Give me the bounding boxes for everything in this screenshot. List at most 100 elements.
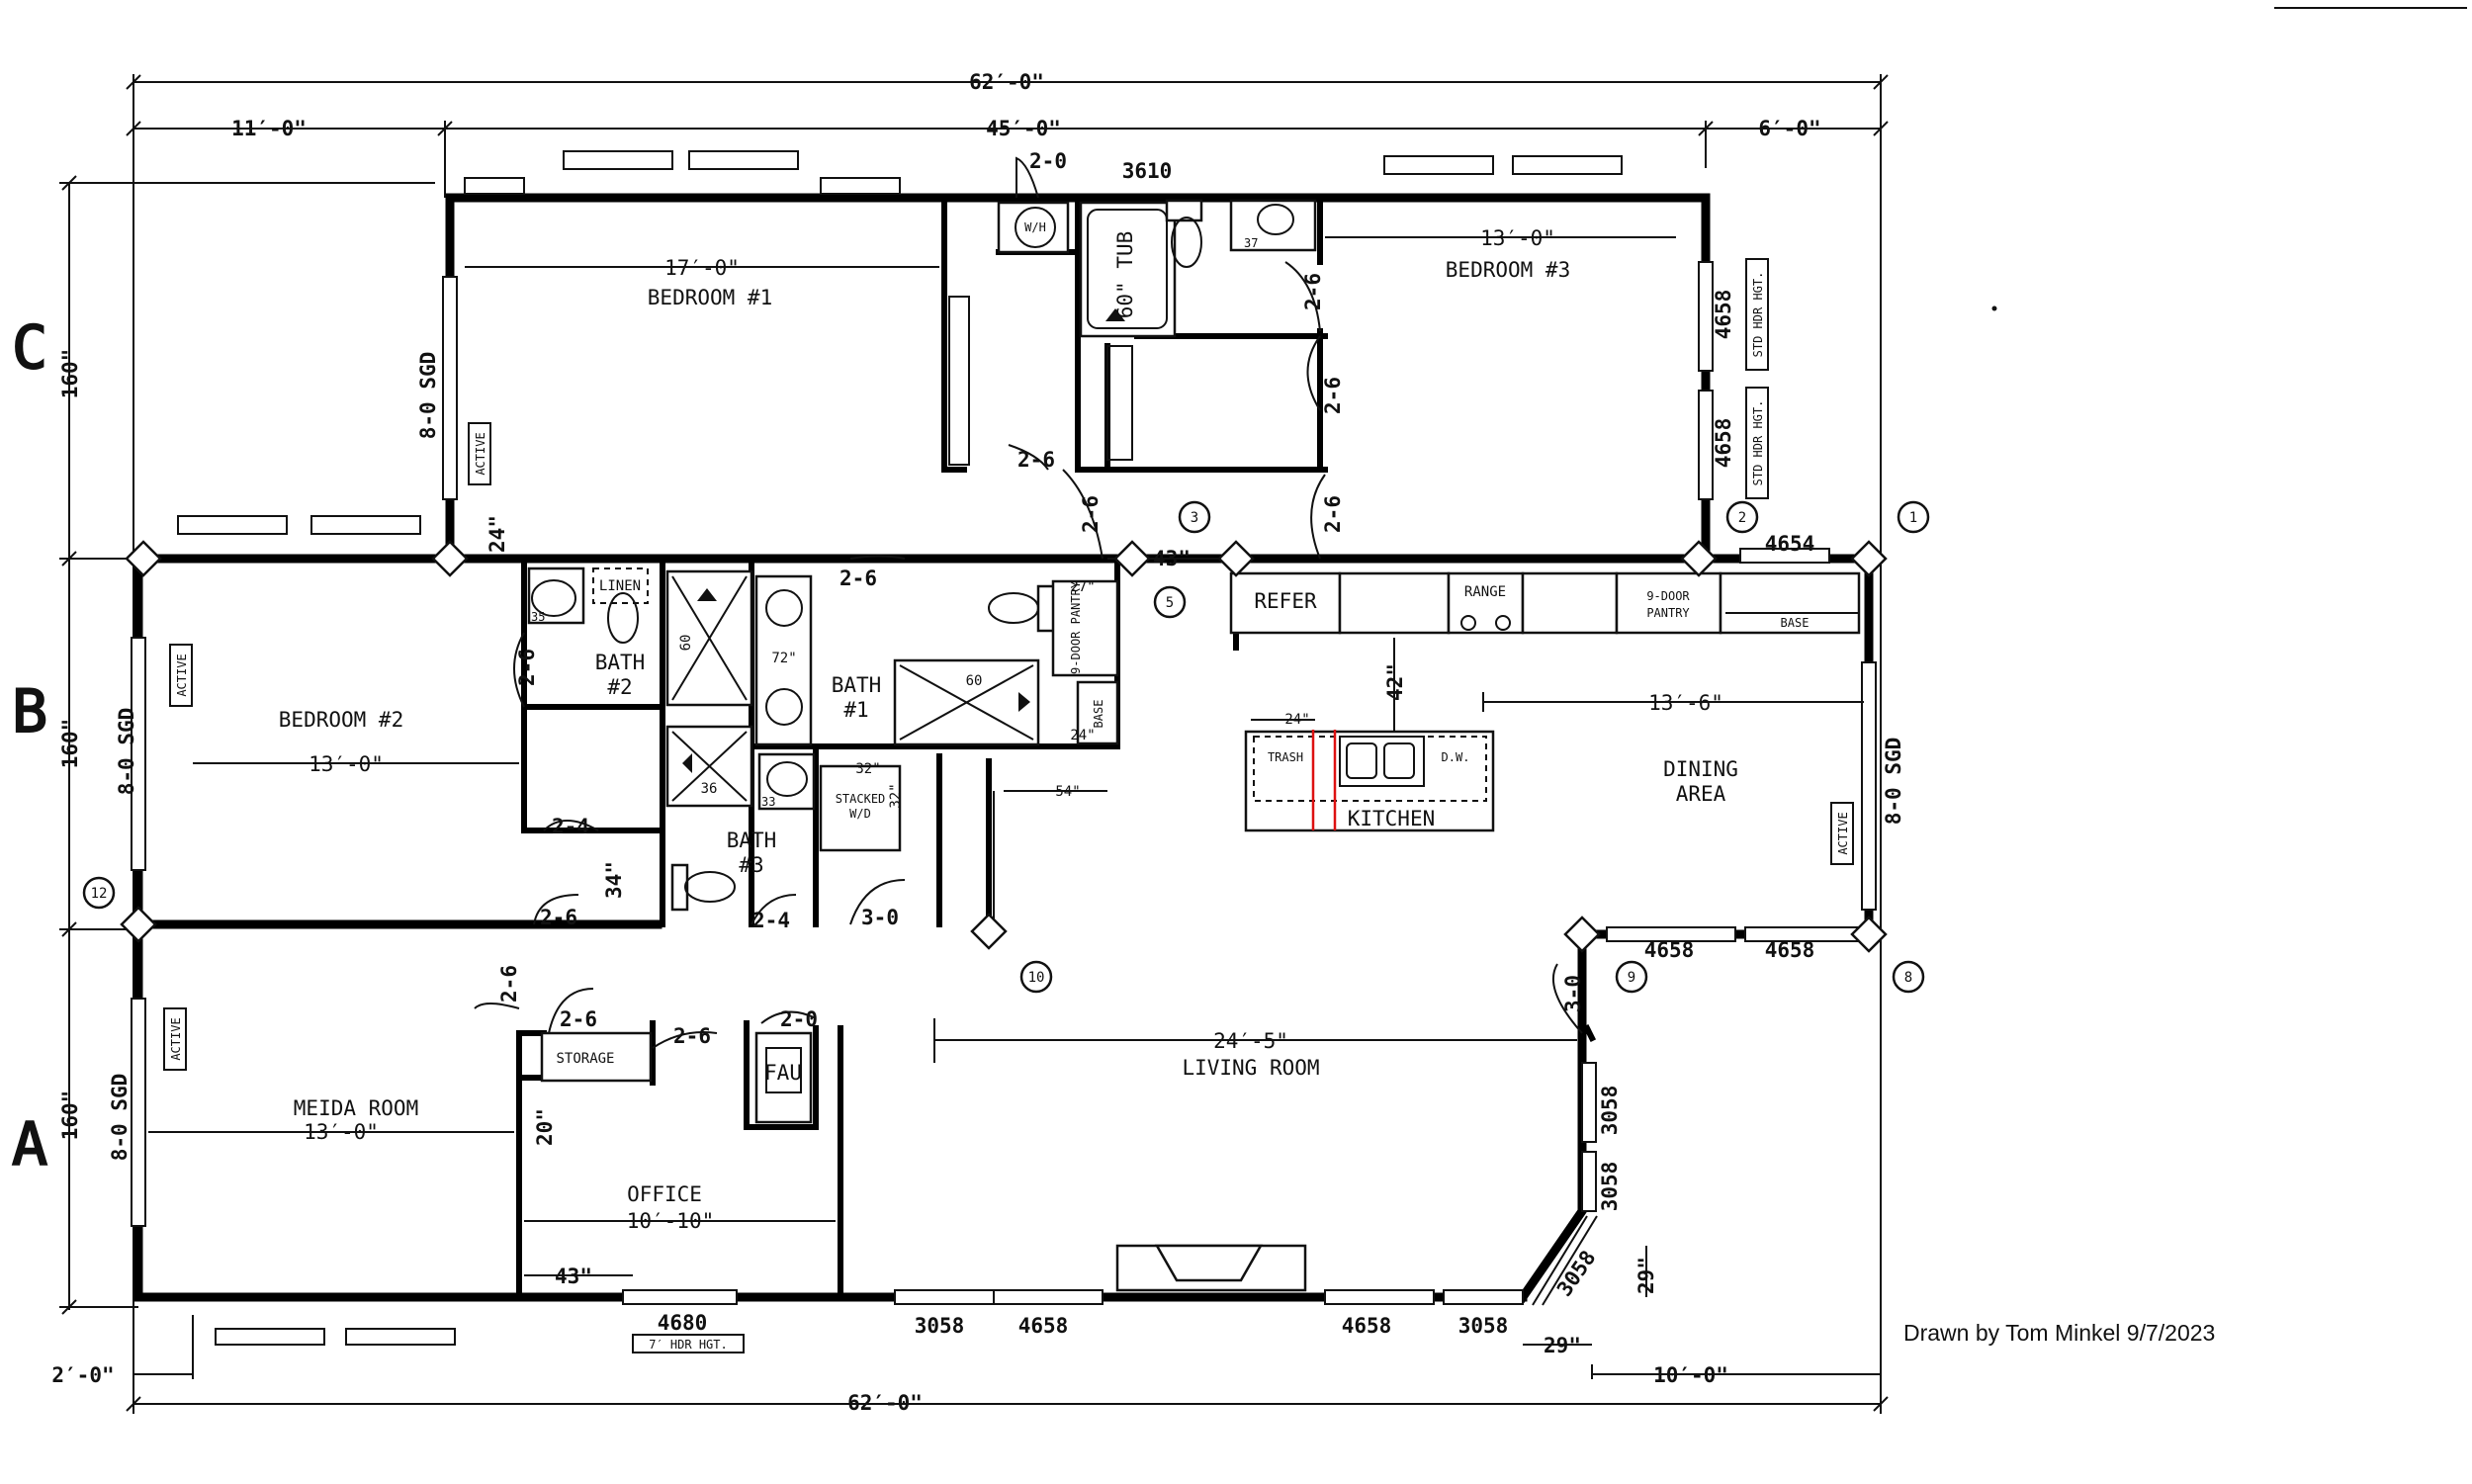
window-3058-corner: 3058 <box>1552 1246 1601 1300</box>
fixture-refrigerator: REFER <box>1254 589 1317 613</box>
room-dining-area: AREA <box>1676 782 1726 806</box>
door-2-6-bedroom1: 2-6 <box>1017 448 1055 472</box>
fixture-pantry-vertical: 9-DOOR PANTRY <box>1069 580 1083 674</box>
window-4658-dining-2: 4658 <box>1765 938 1815 962</box>
section-letters: C B A <box>11 312 48 1180</box>
active-media: ACTIVE <box>169 1017 183 1060</box>
room-kitchen: KITCHEN <box>1348 807 1436 830</box>
dim-living-width: 24′-5" <box>1213 1029 1288 1053</box>
marker-2: 2 <box>1738 510 1746 526</box>
sgd-bedroom2: 8-0 SGD <box>115 708 138 796</box>
window-3058-right-1: 3058 <box>1598 1086 1622 1136</box>
door-2-6-bath1: 2-6 <box>839 567 877 590</box>
room-media: MEIDA ROOM <box>294 1096 418 1120</box>
door-2-6-bedroom3-b: 2-6 <box>1321 377 1345 414</box>
window-4654: 4654 <box>1765 532 1815 556</box>
door-swings <box>474 156 1583 1049</box>
overall-dimension-labels: 62′-0" 11′-0" 45′-0" 6′-0" 62′-0" 2′-0" … <box>51 70 1820 1415</box>
dim-section-c: 160" <box>58 349 82 399</box>
dim-bottom-right: 10′-0" <box>1653 1363 1728 1387</box>
room-office: OFFICE <box>627 1182 702 1206</box>
room-bedroom-3: BEDROOM #3 <box>1446 258 1570 282</box>
room-bath-1-label: BATH <box>832 673 882 697</box>
fixture-pantry-line2: PANTRY <box>1646 606 1690 620</box>
fixture-fau: FAU <box>764 1061 802 1085</box>
door-3-0-dining: 3-0 <box>1561 975 1585 1012</box>
marker-9: 9 <box>1628 970 1635 986</box>
dim-36-shower3: 36 <box>701 781 718 797</box>
dim-left-wing: 11′-0" <box>231 117 307 140</box>
room-labels: BEDROOM #1 BEDROOM #3 BEDROOM #2 BATH #1… <box>279 258 1738 1206</box>
dim-overall-bottom: 62′-0" <box>847 1391 923 1415</box>
corner-markers: 1 2 3 5 8 9 10 12 <box>82 500 1930 994</box>
dim-24-bedroom1: 24" <box>486 515 509 553</box>
dim-24-pantry: 24" <box>1070 728 1095 743</box>
marker-1: 1 <box>1909 510 1917 526</box>
room-living: LIVING ROOM <box>1182 1056 1319 1080</box>
room-storage: STORAGE <box>556 1051 614 1067</box>
door-2-4-b: 2-4 <box>752 909 790 932</box>
dim-42-island: 42" <box>1383 663 1407 701</box>
interior-dimension-labels: 17′-0" 13′-0" 13′-0" 13′-0" 13′-6" 24′-5… <box>304 226 1723 1357</box>
fixture-base-vertical: BASE <box>1092 700 1105 729</box>
fixture-tub: 60" TUB <box>1113 231 1137 319</box>
door-2-0-fau: 2-0 <box>780 1007 818 1031</box>
fixtures <box>527 199 1861 1292</box>
door-3610: 3610 <box>1122 159 1173 183</box>
window-4658-right-2: 4658 <box>1712 418 1735 469</box>
dim-bedroom2-width: 13′-0" <box>309 752 384 776</box>
dim-bedroom3-width: 13′-0" <box>1480 226 1555 250</box>
dim-32-wd: 32" <box>855 761 880 777</box>
dim-37-sink: 37 <box>1244 236 1258 250</box>
fixture-dishwasher: D.W. <box>1442 750 1470 764</box>
door-2-6-storage: 2-6 <box>560 1007 597 1031</box>
dim-right-wing: 6′-0" <box>1758 117 1820 140</box>
dim-60-shower1: 60 <box>966 673 983 689</box>
dim-32-wd-vertical: 32" <box>888 783 904 808</box>
door-2-6-bedroom2: 2-6 <box>515 649 539 686</box>
fixture-water-heater: W/H <box>1024 220 1046 234</box>
door-2-6-bedroom3-c: 2-6 <box>1321 495 1345 533</box>
door-2-6-hall: 2-6 <box>1079 495 1103 533</box>
window-4658-dining-1: 4658 <box>1644 938 1695 962</box>
door-3-0-hall: 3-0 <box>861 906 899 929</box>
dim-overall-top: 62′-0" <box>969 70 1044 94</box>
dim-dining-width: 13′-6" <box>1648 691 1723 715</box>
marker-10: 10 <box>1028 970 1045 986</box>
door-2-4-a: 2-4 <box>552 815 589 838</box>
fixture-range: RANGE <box>1464 584 1506 600</box>
dim-29-horizontal: 29" <box>1544 1334 1581 1357</box>
dim-34: 34" <box>602 861 626 899</box>
window-4658-right-1: 4658 <box>1712 290 1735 340</box>
window-3058-bottom-1: 3058 <box>915 1314 965 1338</box>
door-2-6-hall2: 2-6 <box>540 906 577 929</box>
dim-43-hall: 43" <box>1153 547 1191 570</box>
window-7ft-header: 7′ HDR HGT. <box>649 1338 727 1352</box>
dim-72-vanity: 72" <box>771 651 796 666</box>
fixture-trash: TRASH <box>1268 750 1303 764</box>
door-2-6-bedroom3-a: 2-6 <box>1301 273 1325 310</box>
door-labels: 2-0 3610 2-6 2-6 2-6 2-6 2-6 2-6 2-6 2-4… <box>497 149 1585 1048</box>
room-bath-3-number: #3 <box>739 853 763 877</box>
marker-8: 8 <box>1904 970 1912 986</box>
dim-media-width: 13′-0" <box>304 1120 379 1144</box>
window-std-hdr-1: STD HDR HGT. <box>1751 272 1765 358</box>
active-bedroom1: ACTIVE <box>474 432 487 475</box>
room-bath-1-number: #1 <box>843 698 868 722</box>
dim-bottom-left: 2′-0" <box>51 1363 114 1387</box>
dim-27-pantry: 27" <box>1070 579 1095 595</box>
dim-section-a: 160" <box>58 1091 82 1141</box>
dim-office-width: 10′-10" <box>627 1209 715 1233</box>
dim-24-trash: 24" <box>1284 712 1309 728</box>
marker-3: 3 <box>1191 510 1198 526</box>
fixture-labels: LINEN 60" TUB W/H REFER RANGE 9-DOOR PAN… <box>599 220 1810 1085</box>
section-letter-a: A <box>12 1110 47 1179</box>
room-bath-3-label: BATH <box>727 829 777 852</box>
door-2-0-top: 2-0 <box>1029 149 1067 173</box>
dim-main-width: 45′-0" <box>986 117 1061 140</box>
active-dining: ACTIVE <box>1836 812 1850 854</box>
section-letter-c: C <box>12 313 47 383</box>
stray-dot <box>1991 306 1997 311</box>
windows <box>131 150 1877 1346</box>
dim-section-b: 160" <box>58 719 82 769</box>
